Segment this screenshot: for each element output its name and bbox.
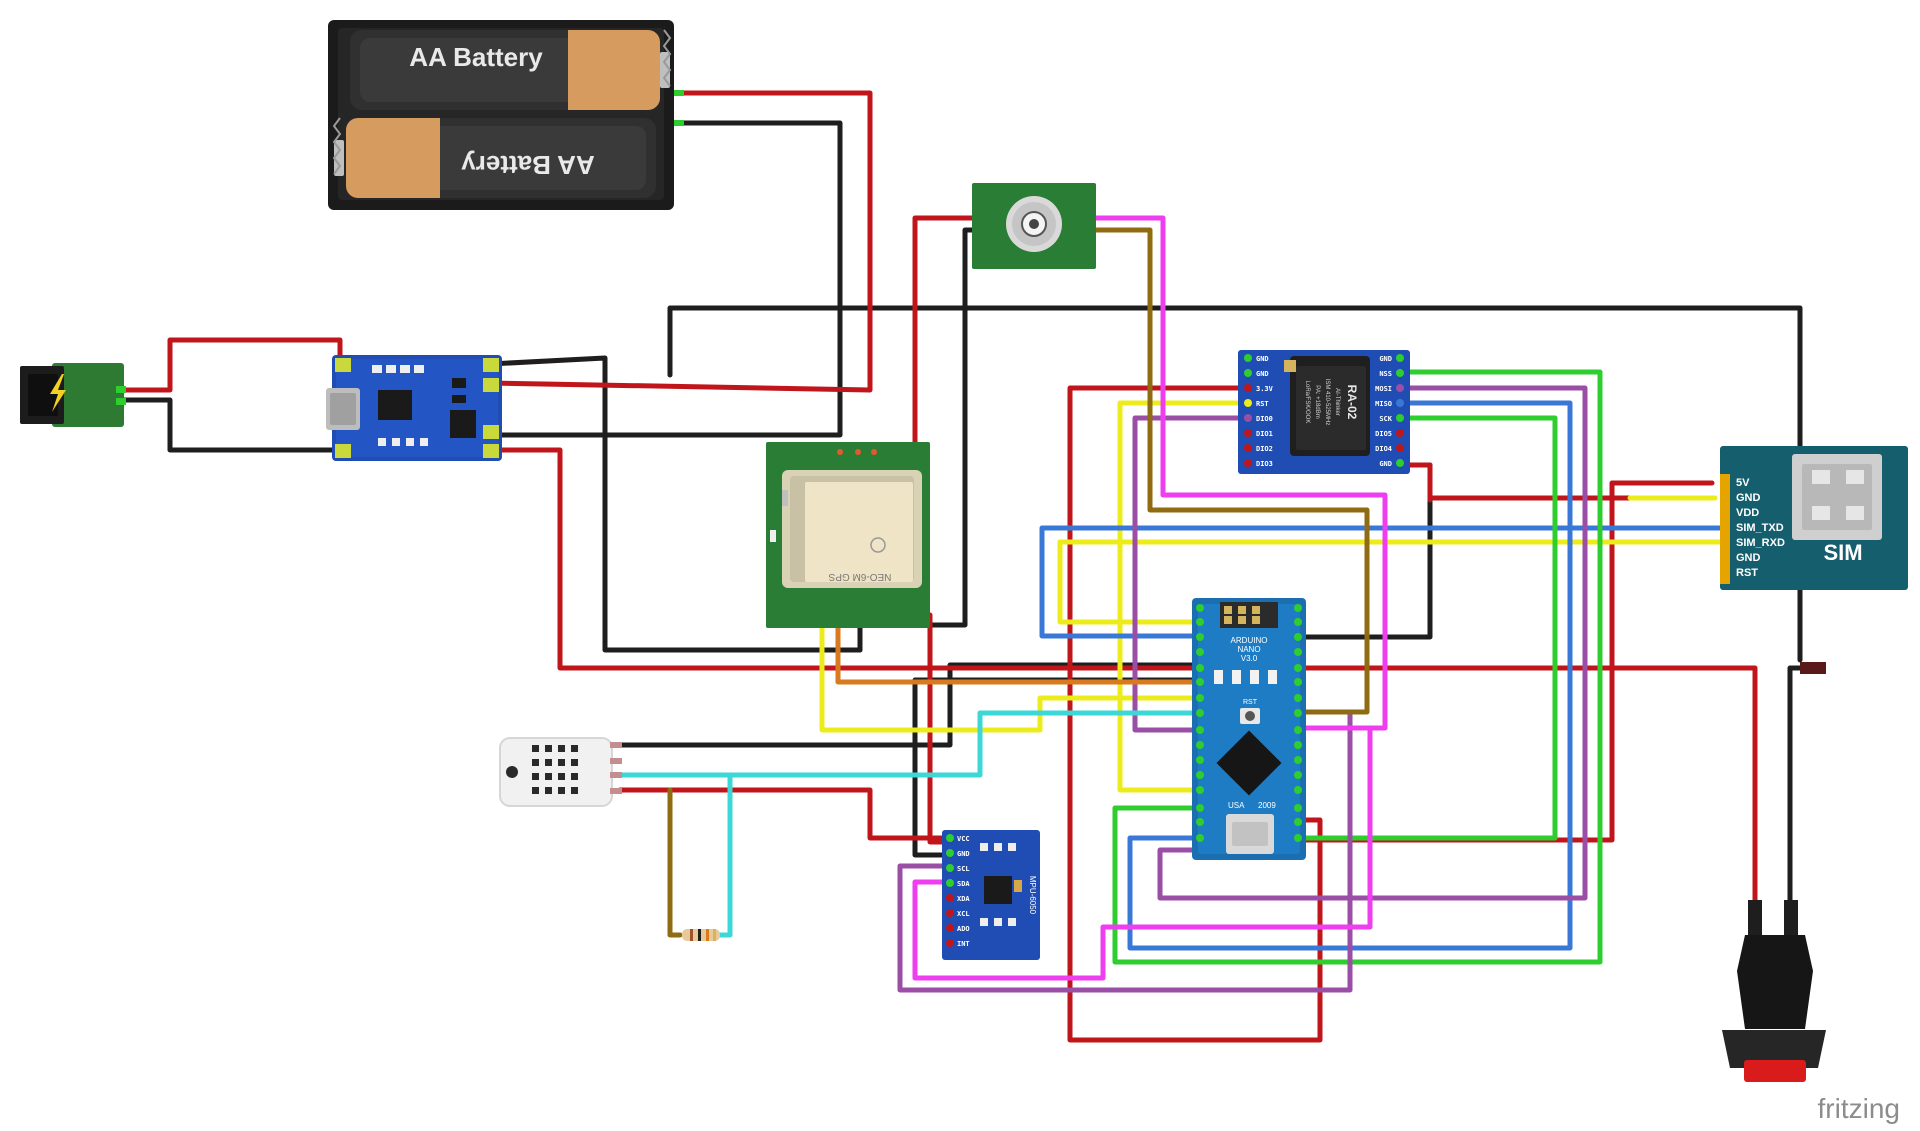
svg-text:MOSI: MOSI <box>1375 385 1392 393</box>
junction-connector <box>1800 662 1826 674</box>
nano-year: 2009 <box>1258 801 1276 810</box>
resistor[interactable] <box>682 929 720 941</box>
lightning-bolt-icon <box>50 374 66 412</box>
wire-red <box>487 447 1203 671</box>
dc-jack[interactable] <box>20 363 126 427</box>
svg-text:DIO2: DIO2 <box>1256 445 1273 453</box>
svg-text:LoRa/FSK/OOK: LoRa/FSK/OOK <box>1304 381 1310 424</box>
svg-text:SIM_RXD: SIM_RXD <box>1736 537 1785 549</box>
svg-text:MISO: MISO <box>1375 400 1392 408</box>
svg-text:DIO4: DIO4 <box>1375 445 1392 453</box>
svg-text:VCC: VCC <box>957 835 970 843</box>
wire-red <box>1297 665 1758 908</box>
push-button[interactable] <box>1722 900 1826 1082</box>
lora-chip-text: RA-02 AI-Thinker ISM 410-525MHz PA: +18d… <box>1304 379 1359 426</box>
wire-black <box>487 120 843 438</box>
nano-rst-label: RST <box>1243 699 1258 706</box>
nano-title-1: ARDUINO <box>1231 636 1268 645</box>
wire-green <box>1112 369 1603 965</box>
svg-text:GND: GND <box>1379 460 1392 468</box>
battery-label-top: AA Battery <box>409 42 543 72</box>
fritzing-watermark: fritzing <box>1818 1093 1900 1124</box>
svg-text:5V: 5V <box>1736 477 1750 489</box>
wire-black <box>117 397 338 453</box>
lora-left-pins: GND GND 3.3V RST DIO0 DIO1 DIO2 DIO3 <box>1244 354 1274 468</box>
nano-title-2: NANO <box>1237 645 1260 654</box>
svg-text:SDA: SDA <box>957 880 970 888</box>
wire-orange <box>835 617 1203 685</box>
svg-text:ADO: ADO <box>957 925 970 933</box>
svg-text:DIO3: DIO3 <box>1256 460 1273 468</box>
svg-text:GND: GND <box>1256 355 1269 363</box>
mpu-pins: VCC GND SCL SDA XDA XCL ADO INT <box>946 834 970 948</box>
wire-green <box>1297 415 1558 841</box>
svg-text:GND: GND <box>1736 492 1761 504</box>
wire-brown <box>667 787 683 938</box>
svg-text:RA-02: RA-02 <box>1345 385 1359 420</box>
svg-text:3.3V: 3.3V <box>1256 385 1274 393</box>
dht-sensor[interactable] <box>499 737 622 807</box>
wire-black <box>912 677 1203 858</box>
svg-text:DIO1: DIO1 <box>1256 430 1273 438</box>
wire-brown <box>1089 227 1370 715</box>
mpu-label: MPU-6050 <box>1028 876 1037 915</box>
battery-label-bottom: AA Battery <box>461 150 595 180</box>
sim-label: SIM <box>1823 540 1862 565</box>
lora-module[interactable]: RA-02 AI-Thinker ISM 410-525MHz PA: +18d… <box>1238 350 1410 474</box>
svg-text:RST: RST <box>1736 567 1758 579</box>
svg-text:INT: INT <box>957 940 970 948</box>
svg-text:RST: RST <box>1256 400 1269 408</box>
gps-text: NEO-6M GPS <box>828 571 891 582</box>
nano-left-pins <box>1196 604 1204 842</box>
svg-text:NSS: NSS <box>1379 370 1392 378</box>
svg-text:SCK: SCK <box>1379 415 1392 423</box>
sensor-module-top[interactable] <box>972 183 1096 269</box>
charger-module[interactable] <box>326 355 502 461</box>
svg-text:VDD: VDD <box>1736 507 1759 519</box>
svg-text:GND: GND <box>1736 552 1761 564</box>
svg-text:PA: +18dBm: PA: +18dBm <box>1314 385 1320 418</box>
svg-text:GND: GND <box>957 850 970 858</box>
lora-right-pins: GND NSS MOSI MISO SCK DIO5 DIO4 GND <box>1375 354 1404 468</box>
svg-text:XDA: XDA <box>957 895 970 903</box>
svg-text:DIO0: DIO0 <box>1256 415 1273 423</box>
sim-pins: 5V GND VDD SIM_TXD SIM_RXD GND RST <box>1736 477 1785 579</box>
svg-text:DIO5: DIO5 <box>1375 430 1392 438</box>
wire-red <box>117 337 343 393</box>
battery-holder[interactable]: AA Battery AA Battery <box>328 20 684 210</box>
wire-black <box>857 227 978 653</box>
gps-module[interactable]: NEO-6M GPS <box>766 442 930 628</box>
wire-magenta <box>912 725 1373 981</box>
wire-purple <box>1132 415 1243 733</box>
nano-right-pins <box>1294 604 1302 842</box>
svg-text:SCL: SCL <box>957 865 970 873</box>
nano-title-3: V3.0 <box>1241 654 1258 663</box>
svg-text:ISM 410-525MHz: ISM 410-525MHz <box>1324 379 1330 426</box>
svg-text:GND: GND <box>1379 355 1392 363</box>
wire-yellow <box>1057 539 1723 625</box>
svg-text:AI-Thinker: AI-Thinker <box>1334 388 1340 416</box>
wire-red <box>617 787 948 841</box>
wire-cyan <box>717 772 733 938</box>
sim-module[interactable]: SIM 5V GND VDD SIM_TXD SIM_RXD GND RST <box>1720 446 1908 590</box>
svg-text:SIM_TXD: SIM_TXD <box>1736 522 1784 534</box>
wire-red <box>1067 385 1323 1043</box>
svg-text:GND: GND <box>1256 370 1269 378</box>
wire-black <box>1787 665 1813 908</box>
arduino-nano[interactable]: ARDUINO NANO V3.0 RST USA 2009 <box>1192 598 1306 860</box>
svg-text:XCL: XCL <box>957 910 970 918</box>
wire-black <box>617 662 1203 748</box>
wire-yellow <box>1117 400 1243 793</box>
nano-usa: USA <box>1228 801 1245 810</box>
wire-blue <box>1039 525 1723 639</box>
wire-black <box>487 355 863 653</box>
wire-cyan <box>617 710 1203 778</box>
wire-red <box>1297 480 1715 843</box>
mpu-module[interactable]: MPU-6050 VCC GND SCL SDA XDA XCL ADO INT <box>942 830 1040 960</box>
wire-yellow <box>819 617 1203 733</box>
wire-red <box>487 90 873 393</box>
